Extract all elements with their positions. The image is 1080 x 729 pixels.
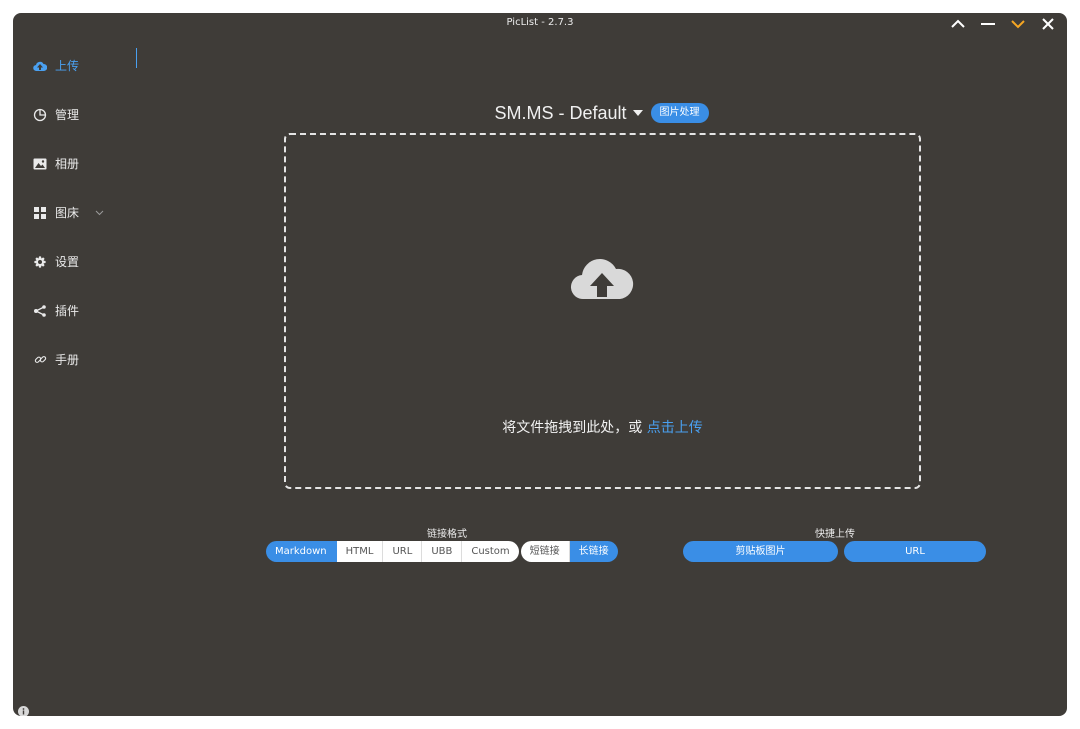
pie-chart-icon [33, 108, 47, 122]
format-custom[interactable]: Custom [462, 541, 519, 562]
drop-text: 将文件拖拽到此处，或 [502, 420, 647, 436]
share-icon [33, 304, 47, 318]
sidebar: 上传 管理 相册 图床 设置 [13, 41, 143, 384]
image-process-button[interactable]: 图片处理 [650, 103, 709, 123]
quick-upload-buttons: 剪贴板图片 URL [683, 541, 987, 562]
sidebar-item-label: 上传 [55, 59, 80, 73]
sidebar-item-label: 相册 [55, 157, 80, 171]
sidebar-item-gallery[interactable]: 相册 [13, 139, 143, 188]
window-controls [943, 13, 1063, 35]
collapse-button[interactable] [943, 13, 973, 35]
active-indicator [136, 48, 137, 68]
long-link-option[interactable]: 长链接 [569, 541, 618, 562]
chevron-up-icon [951, 19, 965, 28]
format-url[interactable]: URL [383, 541, 423, 562]
sidebar-item-picbeds[interactable]: 图床 [13, 188, 143, 237]
close-icon [1042, 18, 1054, 30]
sidebar-item-upload[interactable]: 上传 [13, 41, 143, 90]
link-format-group: Markdown HTML URL UBB Custom 短链接 长链接 [266, 541, 628, 562]
gear-icon [33, 255, 47, 269]
picture-icon [33, 157, 47, 171]
info-icon[interactable] [18, 702, 29, 716]
short-link-option[interactable]: 短链接 [520, 541, 570, 562]
quick-upload-label: 快捷上传 [815, 529, 855, 540]
link-format-label: 链接格式 [427, 529, 467, 540]
sidebar-item-manual[interactable]: 手册 [13, 335, 143, 384]
minimize-button[interactable] [973, 13, 1003, 35]
drop-instructions: 将文件拖拽到此处，或 点击上传 [286, 417, 919, 437]
sidebar-item-manage[interactable]: 管理 [13, 90, 143, 139]
minus-icon [981, 23, 995, 25]
url-upload-button[interactable]: URL [844, 541, 986, 562]
sidebar-item-label: 插件 [55, 304, 80, 318]
mini-window-button[interactable] [1003, 13, 1033, 35]
click-upload-link[interactable]: 点击上传 [646, 420, 703, 436]
close-button[interactable] [1033, 13, 1063, 35]
clipboard-upload-button[interactable]: 剪贴板图片 [683, 541, 838, 562]
sidebar-item-label: 管理 [55, 108, 80, 122]
link-icon [33, 353, 47, 367]
sidebar-item-label: 设置 [55, 255, 80, 269]
chevron-down-icon [1011, 20, 1025, 29]
title-bar: PicList - 2.7.3 [13, 13, 1067, 35]
quick-upload-section: 快捷上传 剪贴板图片 URL [683, 525, 987, 562]
sidebar-item-plugins[interactable]: 插件 [13, 286, 143, 335]
picbed-selector[interactable]: SM.MS - Default [494, 102, 643, 124]
upload-dropzone[interactable]: 将文件拖拽到此处，或 点击上传 [284, 133, 921, 489]
grid-icon [33, 206, 47, 220]
window-title: PicList - 2.7.3 [506, 17, 574, 28]
sidebar-item-label: 图床 [55, 206, 80, 220]
app-window: PicList - 2.7.3 上传 [13, 13, 1067, 716]
link-format-section: 链接格式 Markdown HTML URL UBB Custom 短链接 长链… [266, 525, 628, 562]
sidebar-item-settings[interactable]: 设置 [13, 237, 143, 286]
picbed-name: SM.MS - Default [494, 102, 627, 123]
cloud-upload-icon [33, 59, 47, 73]
format-markdown[interactable]: Markdown [266, 541, 337, 562]
format-html[interactable]: HTML [336, 541, 384, 562]
format-ubb[interactable]: UBB [422, 541, 463, 562]
chevron-down-icon[interactable] [95, 210, 104, 216]
cloud-upload-icon [570, 259, 634, 300]
sidebar-item-label: 手册 [55, 353, 80, 367]
caret-down-icon [632, 110, 643, 116]
picbed-row: SM.MS - Default 图片处理 [283, 101, 920, 125]
